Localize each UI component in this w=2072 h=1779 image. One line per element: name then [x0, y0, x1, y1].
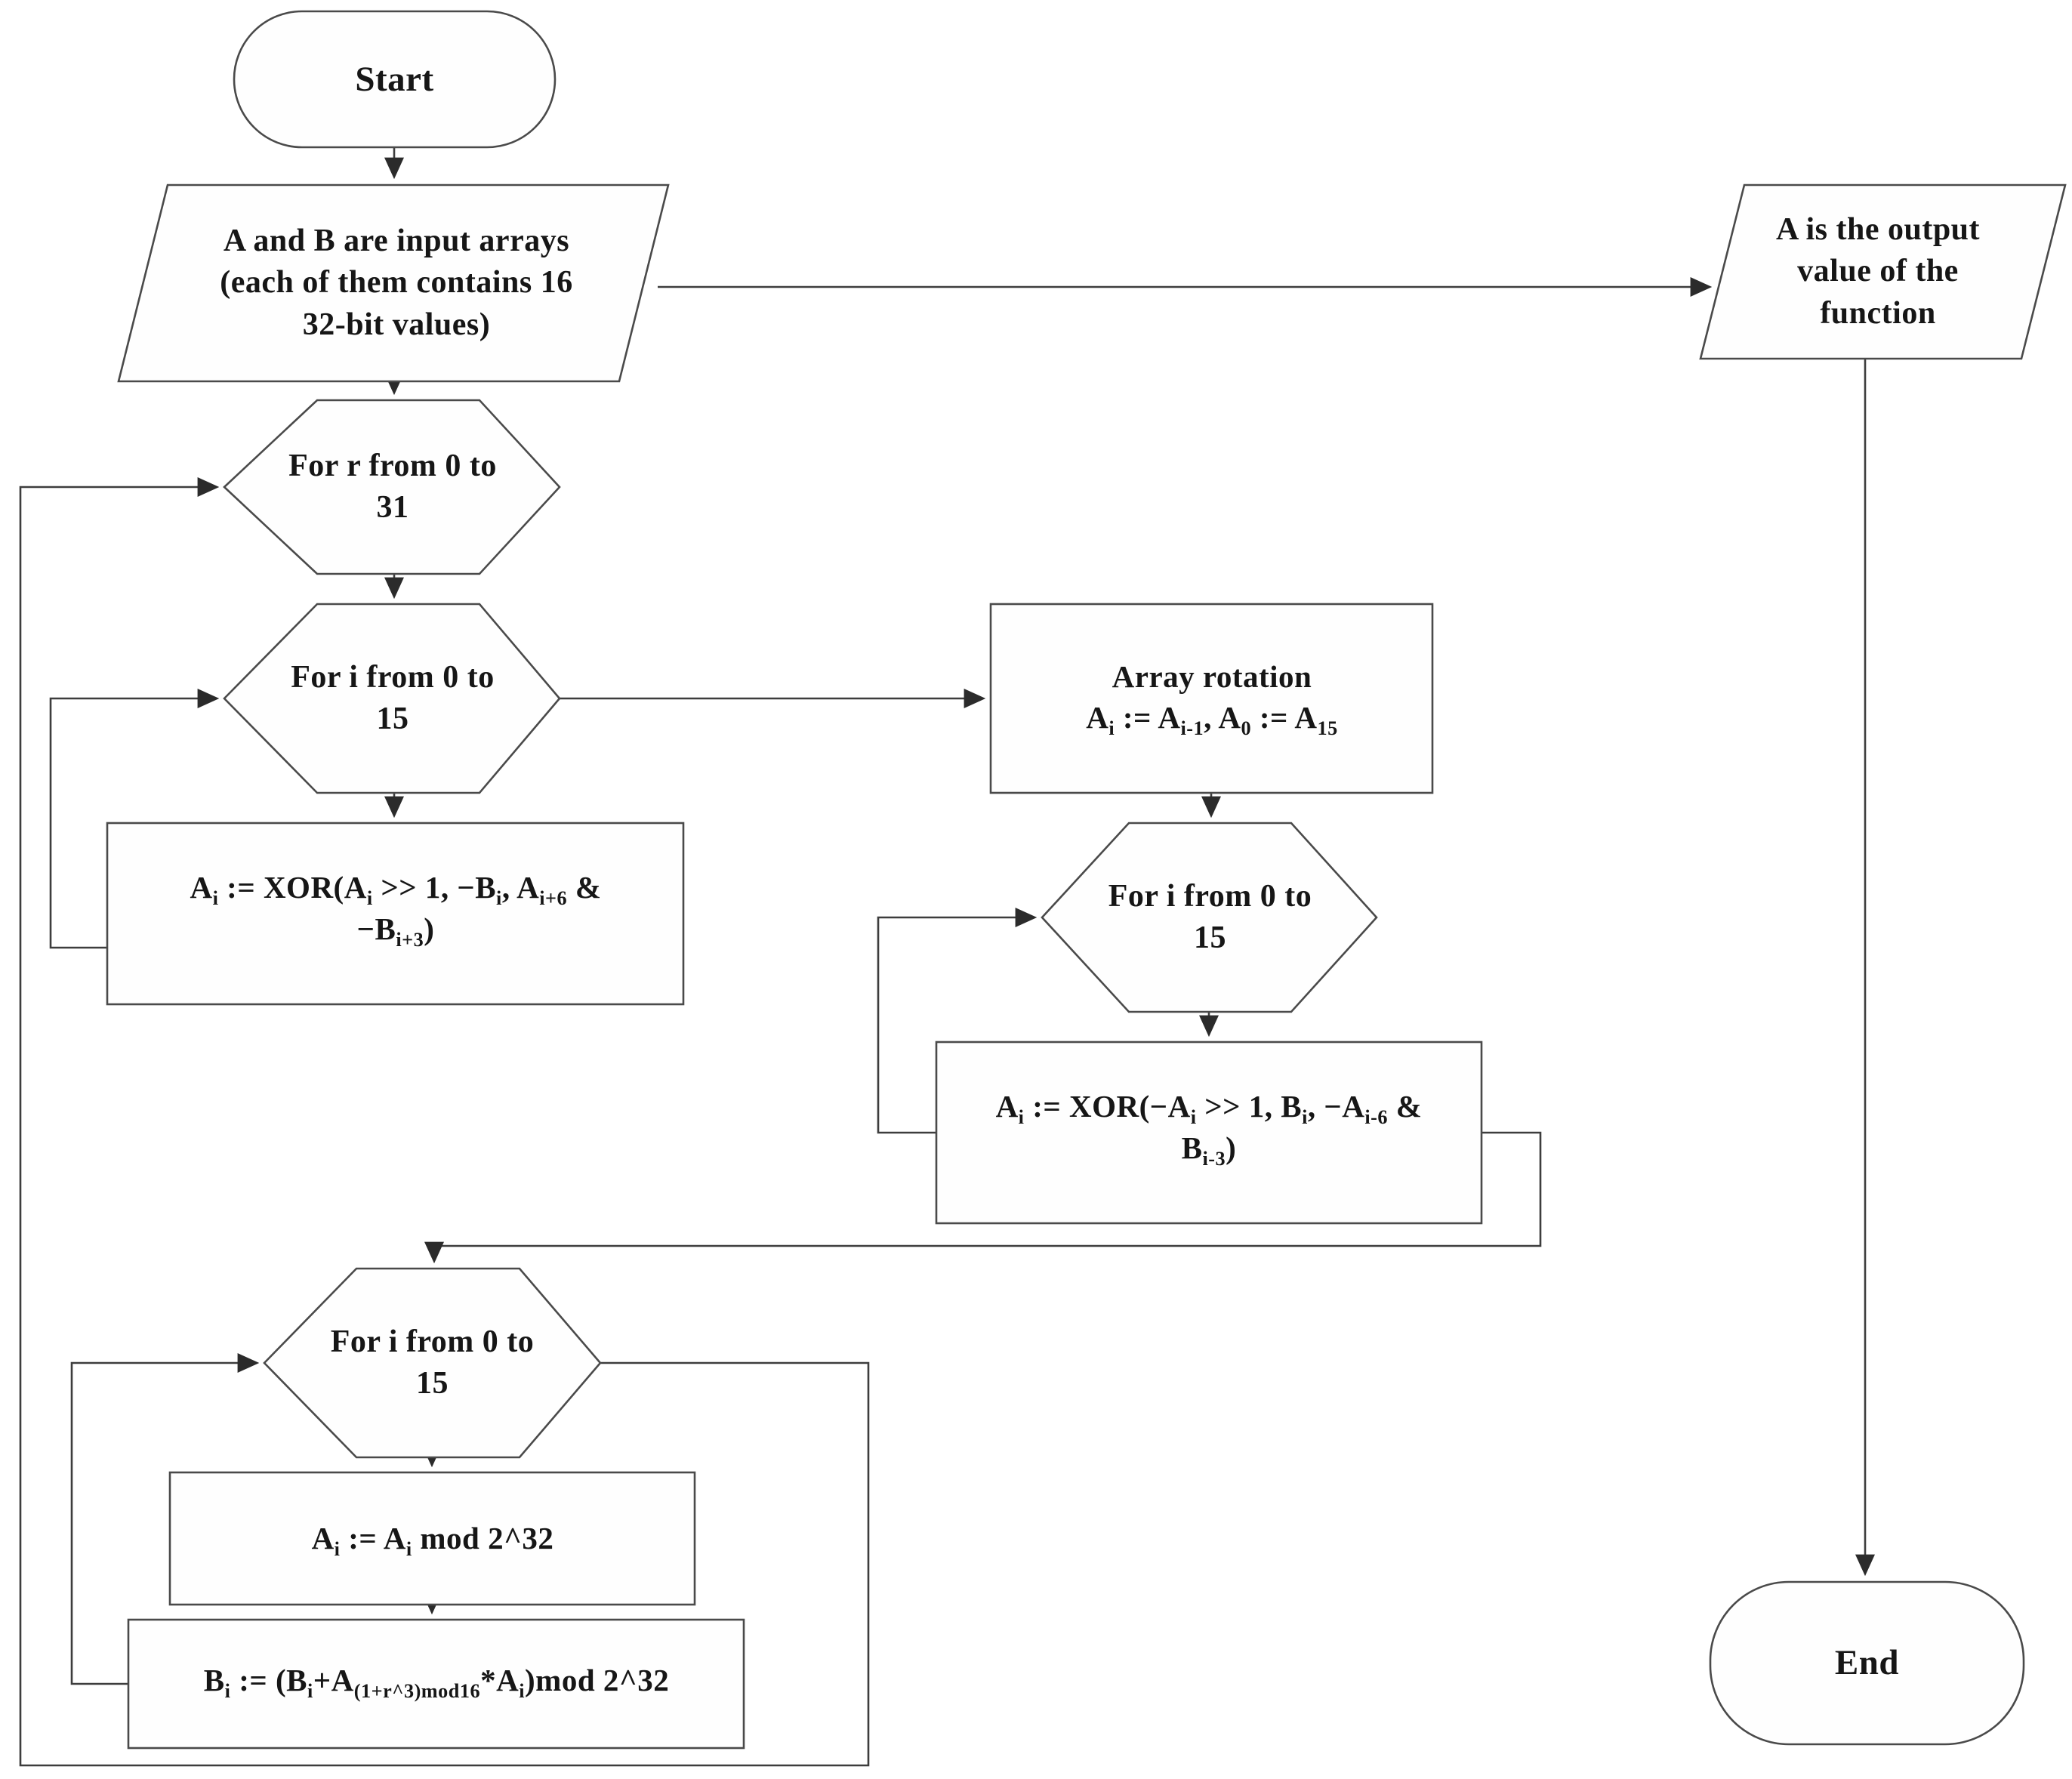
input-parallelogram-shape [117, 183, 670, 383]
xor-1-process-shape [106, 822, 685, 1006]
for-i-2-hexagon-shape [1041, 822, 1378, 1013]
mod-label: Ai := Ai mod 2^32 [311, 1521, 554, 1561]
output-parallelogram-shape [1699, 183, 2067, 360]
b-update-process-shape [127, 1618, 745, 1750]
mod-process-shape [168, 1471, 696, 1606]
edge-for-i-3-to-for-r [19, 477, 870, 1767]
xor-2-label: Ai := XOR(−Ai >> 1, Bi, −Ai-6 &Bi-3) [995, 1089, 1423, 1170]
xor-2-process-shape [935, 1041, 1483, 1225]
start-label: Start [355, 59, 434, 99]
rotation-process-shape [989, 603, 1434, 794]
end-label: End [1834, 1643, 1900, 1683]
end-terminator-shape [1709, 1580, 2025, 1746]
input-label: A and B are input arrays(each of them co… [220, 223, 573, 342]
for-i-3-hexagon-shape [263, 1267, 602, 1459]
b-update-label: Bi := (Bi+A(1+r^3)mod16*Ai)mod 2^32 [203, 1662, 670, 1703]
edge-xor-2-loopback [877, 908, 1038, 1134]
edge-xor-2-to-for-i-3 [424, 1131, 1542, 1264]
for-r-hexagon-shape [223, 399, 561, 575]
start-terminator-shape [233, 10, 557, 149]
edge-xor-1-loopback [49, 689, 220, 949]
edge-b-update-loopback [70, 1353, 260, 1685]
xor-1-label: Ai := XOR(Ai >> 1, −Bi, Ai+6 &−Bi+3) [190, 870, 602, 951]
for-i-1-hexagon-shape [223, 603, 561, 794]
